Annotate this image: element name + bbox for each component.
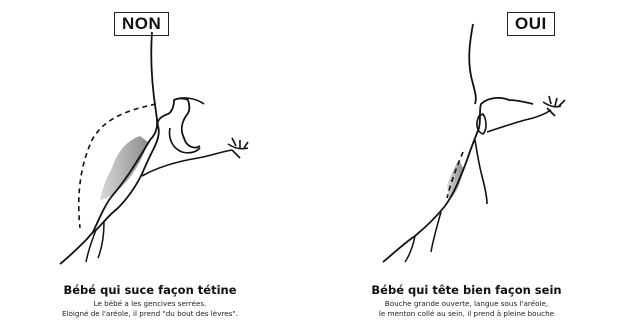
jaw-line <box>142 150 232 176</box>
open-mouth <box>477 114 486 134</box>
jaw-line <box>487 110 551 132</box>
caption-non: Bébé qui suce façon tétine Le bébé a les… <box>0 283 300 318</box>
caption-oui: Bébé qui tête bien façon sein Bouche gra… <box>311 283 622 318</box>
cheek-line <box>475 140 487 204</box>
caption-title-non: Bébé qui suce façon tétine <box>0 283 300 297</box>
latch-illustration-correct <box>311 0 622 280</box>
chin-lines <box>405 212 441 262</box>
breast-outline <box>469 24 476 104</box>
caption-line-non-2: Eloigné de l'aréole, il prend "du bout d… <box>0 309 300 319</box>
panel-oui: OUI Bébé qui tête bien façon sein Bouche… <box>311 0 622 331</box>
caption-line-oui-1: Bouche grande ouverte, langue sous l'aré… <box>311 299 622 309</box>
breast-outline <box>92 32 157 234</box>
caption-line-non-1: Le bébé a les gencives serrées. <box>0 299 300 309</box>
caption-title-oui: Bébé qui tête bien façon sein <box>311 283 622 297</box>
latch-illustration-incorrect <box>0 0 311 280</box>
panel-non: NON Bébé qui suce façon tétine Le bébé a… <box>0 0 311 331</box>
eyelashes <box>228 138 248 158</box>
breast-shading <box>447 160 463 200</box>
caption-line-oui-2: le menton collé au sein, il prend à plei… <box>311 309 622 319</box>
breast-shading <box>100 136 148 200</box>
